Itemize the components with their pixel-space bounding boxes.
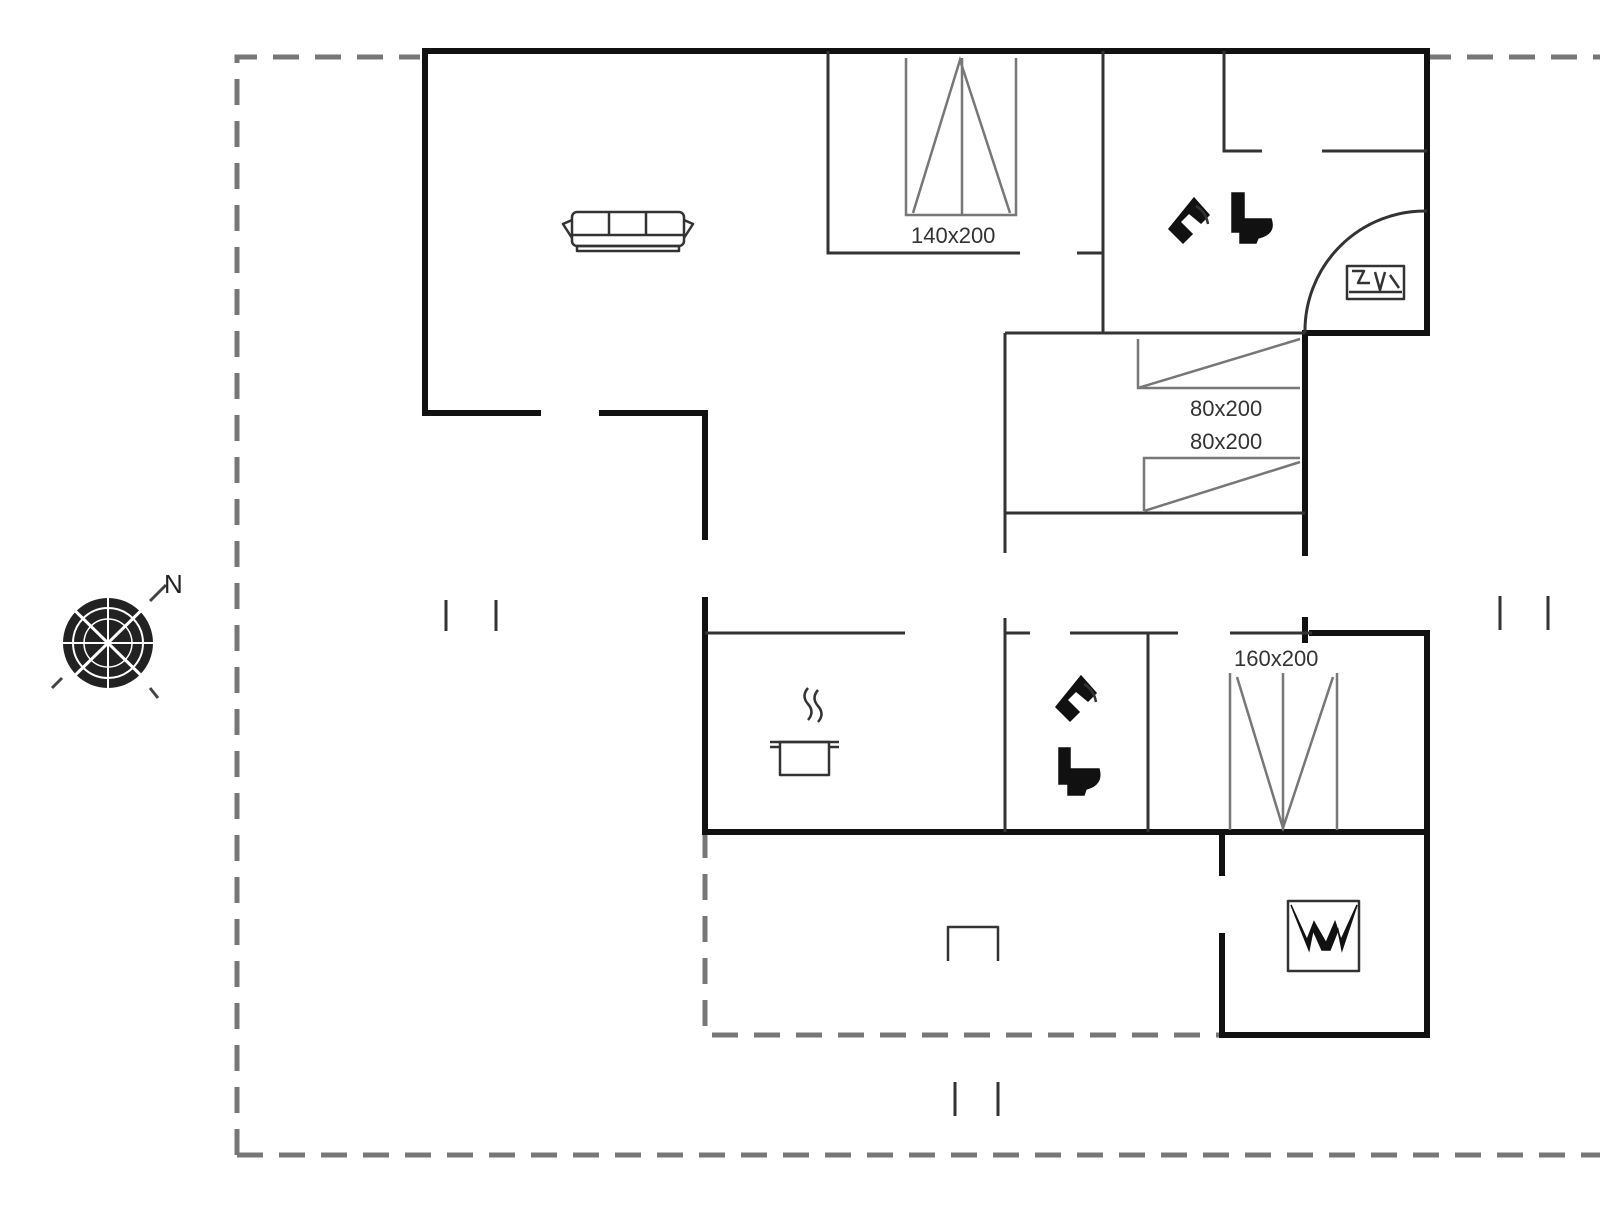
exterior-walls	[422, 48, 1430, 1038]
bed-size-label: 80x200	[1190, 429, 1262, 454]
toilet-icon	[1058, 747, 1101, 796]
interior-walls	[705, 51, 1427, 832]
shower-icon	[1167, 196, 1211, 245]
bed-size-label: 140x200	[911, 223, 995, 248]
bed-size-label: 160x200	[1234, 646, 1318, 671]
fireplace-icon	[1286, 899, 1361, 973]
sofa-icon	[561, 210, 695, 253]
washing-machine-icon	[1345, 264, 1406, 301]
compass-icon	[50, 583, 168, 699]
double-bed-second	[1228, 673, 1339, 833]
door-swing	[1303, 209, 1428, 334]
entry-threshold	[946, 925, 1000, 961]
bed-size-label: 80x200	[1190, 396, 1262, 421]
toilet-icon	[1231, 192, 1273, 244]
compass-north-label: N	[164, 569, 183, 599]
opening-markers	[444, 596, 1550, 1116]
bunk-bed-top	[1136, 337, 1301, 390]
shower-icon	[1054, 674, 1098, 723]
property-outline	[234, 54, 1600, 1158]
bunk-bed-bottom	[1142, 456, 1301, 513]
cooking-pot-icon	[770, 687, 839, 777]
double-bed-master	[904, 55, 1018, 217]
